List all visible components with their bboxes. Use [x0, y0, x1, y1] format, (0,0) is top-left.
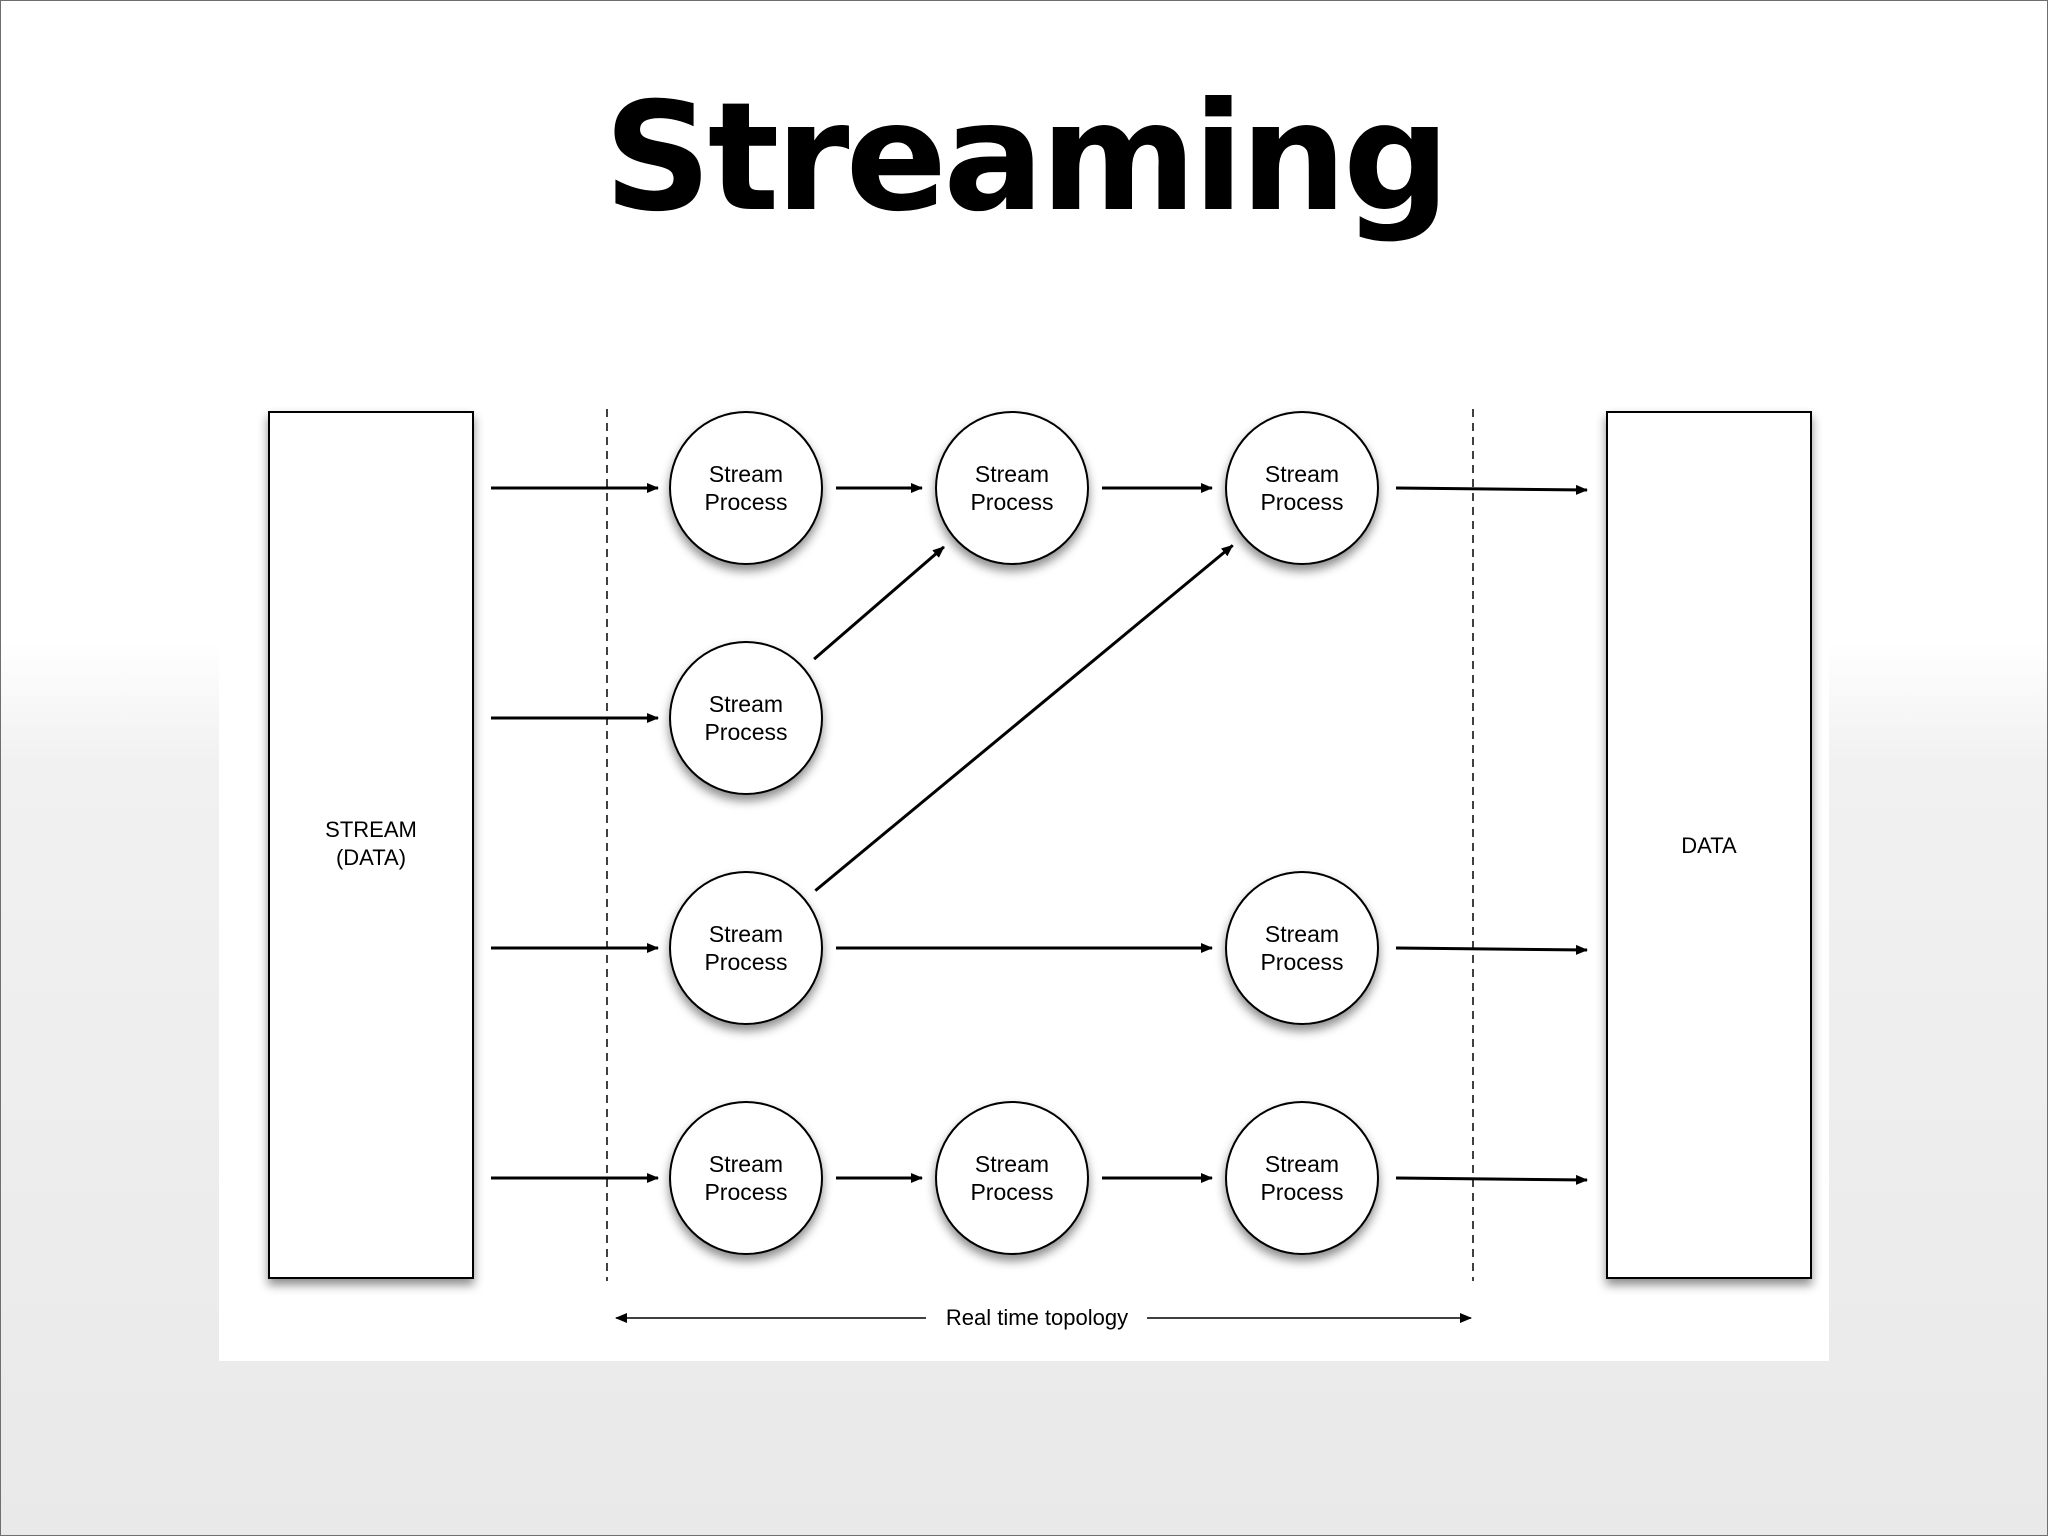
stream-process-label-line2: Process [1260, 949, 1343, 975]
nodes-layer: StreamProcessStreamProcessStreamProcessS… [669, 411, 1379, 1255]
edges-layer [491, 483, 1588, 1185]
data-sink-label: DATA [1681, 833, 1737, 858]
slide-title: Streaming [603, 71, 1451, 245]
stream-process-label-line2: Process [970, 1179, 1053, 1205]
stream-process-circle [669, 641, 823, 795]
stream-process-label-line1: Stream [1265, 1151, 1339, 1177]
stream-process-label-line1: Stream [1265, 461, 1339, 487]
stream-data-label-line2: (DATA) [336, 845, 406, 870]
edge-r4-to-sink [1395, 1174, 1588, 1185]
stream-data-box [268, 411, 474, 1279]
topology-label: Real time topology [946, 1305, 1128, 1330]
stream-process-circle [1225, 1101, 1379, 1255]
stream-data-label-line1: STREAM [325, 817, 417, 842]
stream-process-circle [669, 1101, 823, 1255]
stream-process-label-line2: Process [970, 489, 1053, 515]
stream-process-label-line1: Stream [1265, 921, 1339, 947]
stream-process-label-line1: Stream [709, 691, 783, 717]
stream-process-label-line1: Stream [709, 921, 783, 947]
stream-process-circle [1225, 871, 1379, 1025]
stream-process-circle [669, 871, 823, 1025]
stream-process-label-line2: Process [1260, 1179, 1343, 1205]
stream-process-circle [935, 1101, 1089, 1255]
stream-process-label-line2: Process [704, 719, 787, 745]
stream-process-circle [935, 411, 1089, 565]
stream-process-label-line1: Stream [975, 1151, 1049, 1177]
stream-process-label-line2: Process [1260, 489, 1343, 515]
stream-process-circle [1225, 411, 1379, 565]
stream-process-label-line2: Process [704, 1179, 787, 1205]
edge-p3-to-r1 [814, 544, 1234, 892]
edge-r3-to-sink [1395, 944, 1588, 955]
stream-process-label-line2: Process [704, 949, 787, 975]
edge-p2-to-m1 [813, 545, 945, 661]
stream-process-label-line1: Stream [975, 461, 1049, 487]
stream-process-circle [669, 411, 823, 565]
stream-process-label-line1: Stream [709, 1151, 783, 1177]
edge-r1-to-sink [1395, 484, 1588, 495]
data-sink-box [1606, 411, 1812, 1279]
stream-process-label-line2: Process [704, 489, 787, 515]
stream-process-label-line1: Stream [709, 461, 783, 487]
